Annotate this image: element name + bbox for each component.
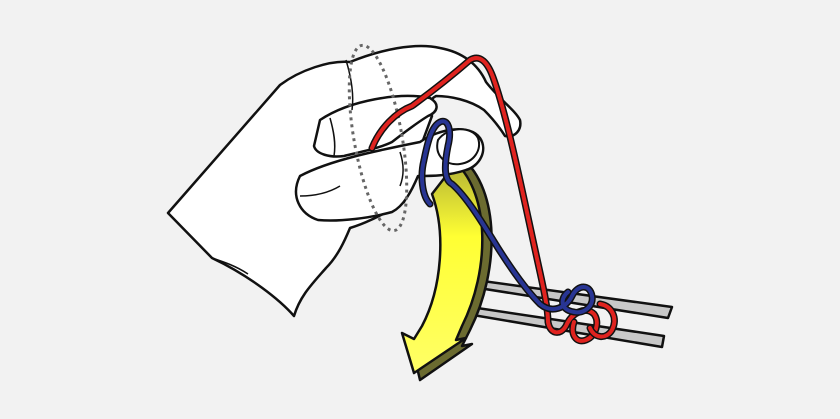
wrist-crease [211, 257, 249, 275]
red-yarn-strand-icon [368, 54, 601, 345]
thumb [294, 128, 485, 222]
blue-yarn-loop-icon [418, 117, 596, 316]
thumb-crease [299, 185, 341, 197]
dotted-ring-icon [347, 43, 409, 233]
hand-icon [166, 44, 522, 318]
knuckle-crease-2 [345, 59, 354, 111]
knuckle-crease-3 [399, 151, 404, 187]
red-stitch-loop-icon [586, 300, 618, 340]
curved-arrow-icon [400, 156, 493, 382]
knuckle-crease [329, 117, 336, 157]
